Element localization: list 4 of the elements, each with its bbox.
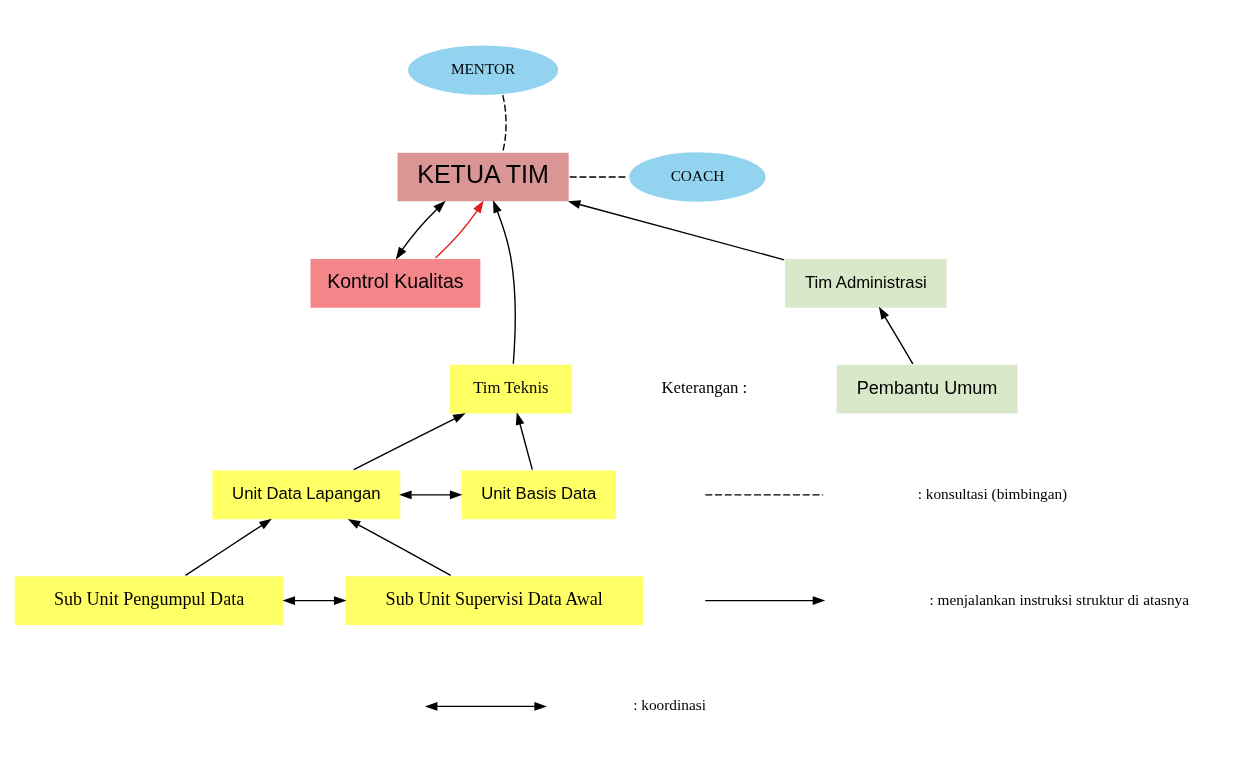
legend-label: : koordinasi xyxy=(633,696,706,714)
label: Keterangan : xyxy=(661,378,748,398)
legend-label: : menjalankan instruksi struktur di atasnya xyxy=(929,590,1190,608)
legend-label: : konsultasi (bimbingan) xyxy=(917,484,1068,502)
